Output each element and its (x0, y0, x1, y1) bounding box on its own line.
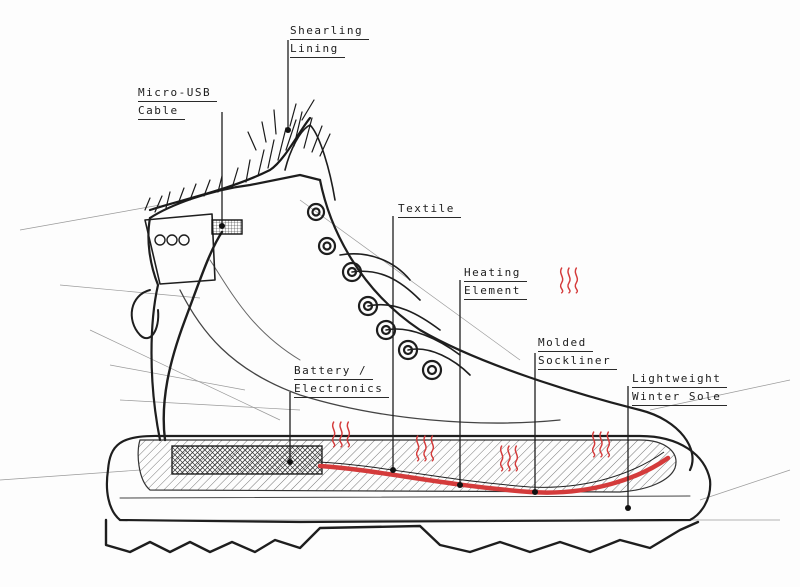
label-heating-element: Heating Element (464, 264, 527, 300)
label-molded-sockliner: Molded Sockliner (538, 334, 618, 370)
heating-element-strip (317, 455, 671, 495)
label-line: Cable (138, 102, 185, 120)
label-line: Electronics (294, 380, 390, 398)
label-line: Winter Sole (632, 388, 728, 406)
label-lightweight-winter-sole: Lightweight Winter Sole (632, 370, 728, 406)
leader-dots (219, 127, 631, 511)
label-textile: Textile (398, 200, 461, 218)
label-line: Sockliner (538, 352, 618, 370)
label-line: Micro-USB (138, 84, 218, 102)
label-line: Textile (398, 200, 461, 218)
label-shearling-lining: Shearling Lining (290, 22, 370, 58)
winter-sole (104, 434, 712, 554)
battery-pack (171, 445, 323, 475)
shearling-fur (144, 99, 331, 213)
label-line: Lining (290, 40, 345, 58)
label-line: Battery / (294, 362, 374, 380)
usb-port-icon (211, 219, 243, 235)
label-line: Shearling (290, 22, 370, 40)
label-line: Lightweight (632, 370, 728, 388)
label-micro-usb-cable: Micro-USB Cable (138, 84, 218, 120)
label-battery-electronics: Battery / Electronics (294, 362, 390, 398)
label-line: Element (464, 282, 527, 300)
label-line: Molded (538, 334, 593, 352)
heat-waves-icon (559, 267, 579, 294)
label-line: Heating (464, 264, 527, 282)
leader-lines (221, 40, 629, 508)
boot-upper (130, 124, 694, 472)
